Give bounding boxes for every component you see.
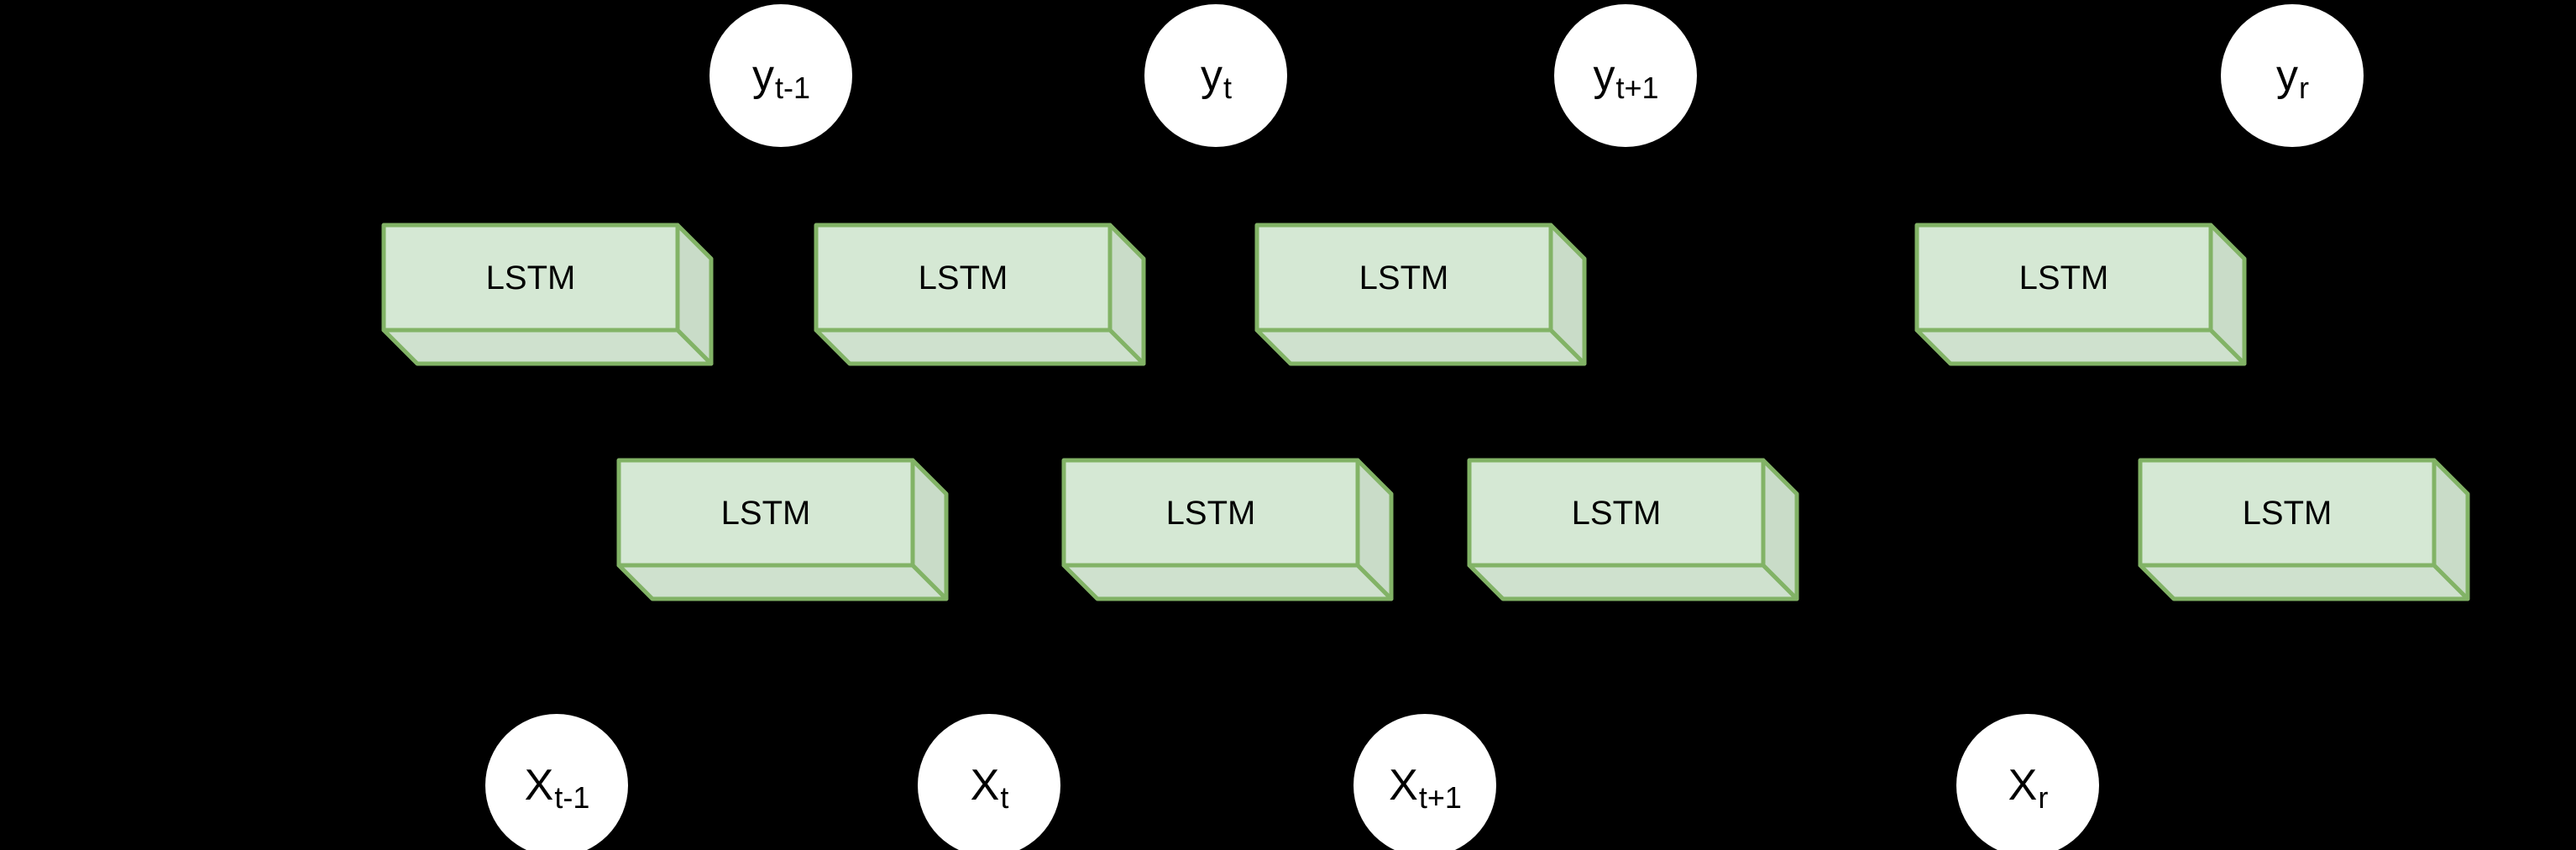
- lstm-forward-1-bottom-face: [381, 328, 714, 366]
- input-node-base: X: [970, 761, 1000, 810]
- lstm-backward-1-shape: [616, 458, 949, 601]
- input-node-subscript: t-1: [554, 780, 590, 815]
- output-node-subscript: t+1: [1615, 71, 1659, 105]
- input-node-base: X: [2008, 761, 2038, 810]
- lstm-backward-1-front-face: [616, 458, 915, 568]
- lstm-forward-1-shape: [381, 223, 714, 366]
- output-node-base: y: [1593, 51, 1615, 100]
- output-node-base: y: [751, 51, 774, 100]
- lstm-backward-4-shape: [2138, 458, 2470, 601]
- lstm-forward-2[interactable]: LSTM: [814, 223, 1146, 366]
- lstm-backward-4-front-face: [2138, 458, 2437, 568]
- lstm-forward-2-bottom-face: [814, 328, 1146, 366]
- lstm-forward-3-shape: [1254, 223, 1587, 366]
- lstm-backward-4-bottom-face: [2138, 563, 2470, 601]
- lstm-forward-4-shape: [1914, 223, 2247, 366]
- lstm-backward-3-shape: [1467, 458, 1799, 601]
- lstm-backward-1-bottom-face: [616, 563, 949, 601]
- lstm-forward-4-front-face: [1914, 223, 2213, 333]
- lstm-backward-4[interactable]: LSTM: [2138, 458, 2470, 601]
- output-node-base: y: [1200, 51, 1223, 100]
- lstm-forward-2-shape: [814, 223, 1146, 366]
- lstm-forward-2-front-face: [814, 223, 1113, 333]
- output-node-base: y: [2276, 51, 2298, 100]
- input-node-base: X: [524, 761, 554, 810]
- lstm-forward-1-front-face: [381, 223, 680, 333]
- lstm-backward-2-front-face: [1061, 458, 1360, 568]
- lstm-forward-3-front-face: [1254, 223, 1553, 333]
- output-node-subscript: r: [2299, 71, 2309, 105]
- lstm-backward-2-bottom-face: [1061, 563, 1394, 601]
- lstm-forward-4-bottom-face: [1914, 328, 2247, 366]
- input-node-base: X: [1389, 761, 1418, 810]
- lstm-backward-3[interactable]: LSTM: [1467, 458, 1799, 601]
- lstm-backward-2-shape: [1061, 458, 1394, 601]
- input-node-subscript: r: [2038, 780, 2049, 815]
- output-node-subscript: t: [1223, 71, 1232, 105]
- lstm-forward-3-bottom-face: [1254, 328, 1587, 366]
- output-node-subscript: t-1: [774, 71, 810, 105]
- lstm-backward-2[interactable]: LSTM: [1061, 458, 1394, 601]
- lstm-backward-1[interactable]: LSTM: [616, 458, 949, 601]
- lstm-forward-4[interactable]: LSTM: [1914, 223, 2247, 366]
- lstm-backward-3-bottom-face: [1467, 563, 1799, 601]
- input-node-subscript: t: [1000, 780, 1009, 815]
- lstm-forward-3[interactable]: LSTM: [1254, 223, 1587, 366]
- lstm-forward-1[interactable]: LSTM: [381, 223, 714, 366]
- input-node-subscript: t+1: [1418, 780, 1462, 815]
- lstm-backward-3-front-face: [1467, 458, 1766, 568]
